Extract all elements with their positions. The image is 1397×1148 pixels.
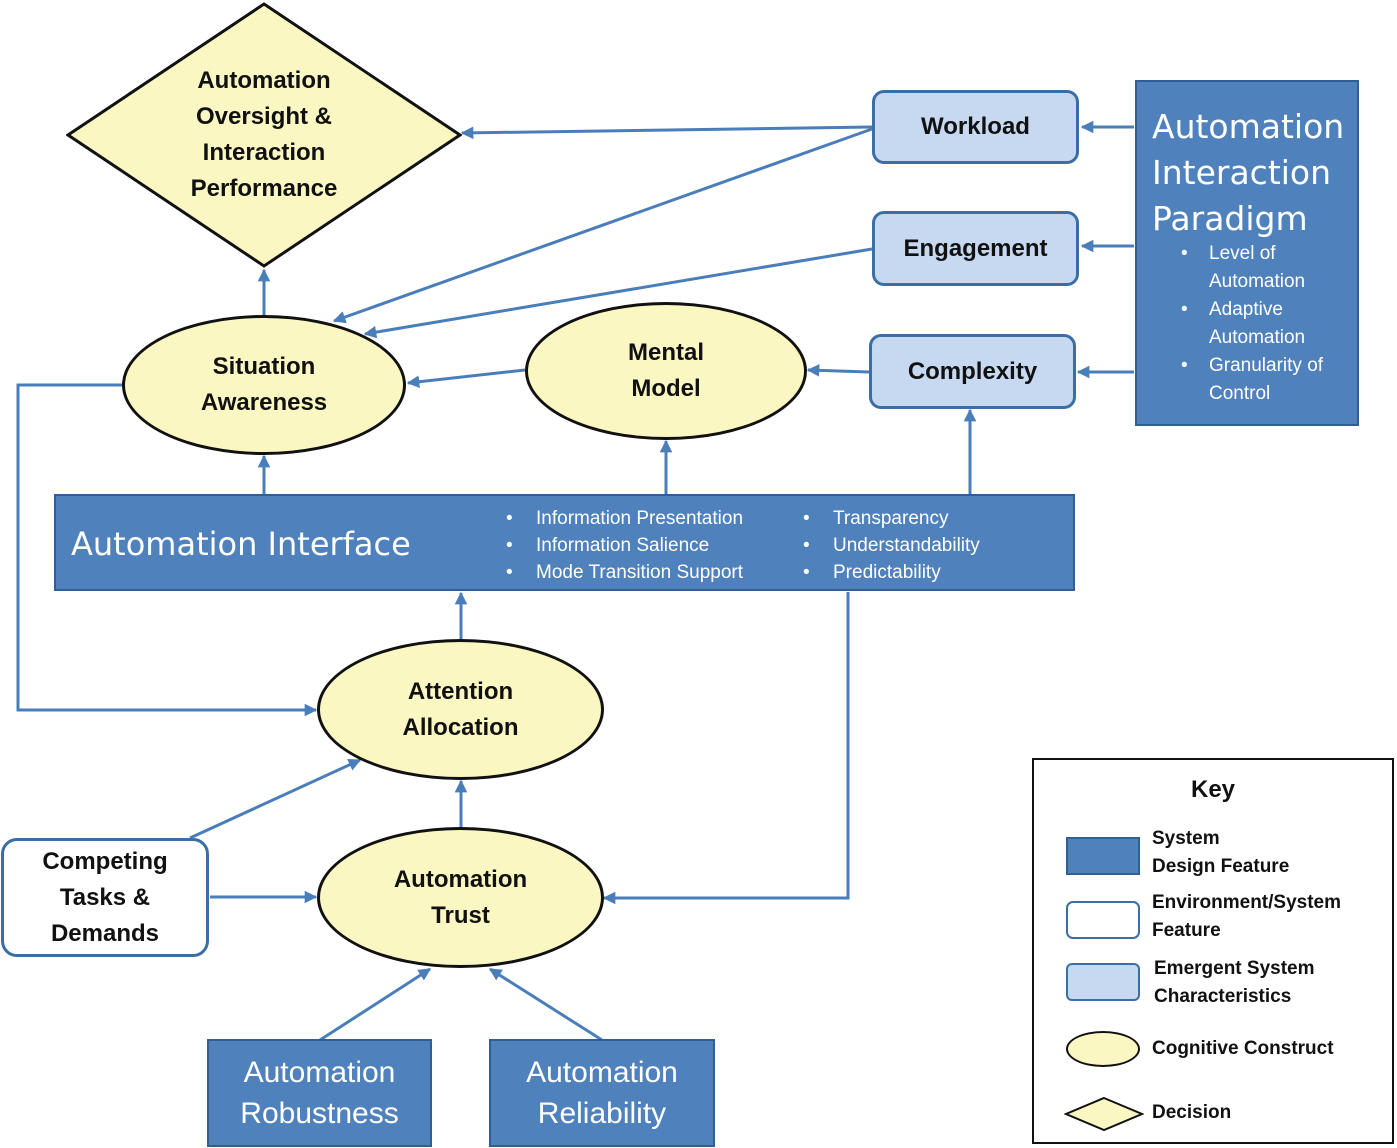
interface-bullet-text: Transparency [833, 508, 949, 529]
interface-bullets-col2: •Transparency •Understandability •Predic… [803, 505, 980, 586]
workload-label: Workload [921, 113, 1030, 140]
arrow-workload-to-decision [460, 125, 873, 140]
situation-awareness-line: Awareness [200, 389, 328, 416]
interface-bullet: •Information Salience [506, 535, 710, 556]
mental-model-node: Mental Model [525, 302, 807, 440]
engagement-label: Engagement [903, 234, 1048, 262]
decision-label: Automation Oversight & Interaction Perfo… [66, 2, 462, 268]
interface-title: Automation Interface [71, 525, 411, 563]
arrow-complexity-to-mental-model [806, 364, 870, 377]
legend-label-line: Environment/System [1152, 892, 1341, 913]
legend-label-line: Emergent System [1154, 958, 1315, 979]
competing-tasks-line: Demands [50, 919, 160, 947]
interaction-paradigm-node: Automation Interaction Paradigm • Level … [1135, 80, 1359, 426]
competing-tasks-node: Competing Tasks & Demands [1, 838, 209, 957]
situation-awareness-line: Situation [212, 353, 316, 380]
decision-line: Interaction [202, 139, 326, 166]
competing-tasks-line: Competing [42, 847, 168, 875]
attention-allocation-line: Attention [407, 677, 514, 705]
legend-label-line: Feature [1152, 920, 1221, 941]
robustness-node: Automation Robustness [207, 1039, 432, 1147]
legend-label-environment: Environment/System Feature [1152, 889, 1341, 945]
arrow-robustness-to-trust [319, 967, 432, 1042]
interface-bullet-text: Understandability [833, 535, 980, 556]
legend-title: Key [1190, 776, 1236, 803]
legend-label-line: Decision [1152, 1102, 1232, 1123]
arrow-situation-awareness-loop-to-attention [16, 383, 318, 717]
decision-line: Automation [197, 67, 331, 94]
interface-bullet: •Transparency [803, 508, 949, 529]
situation-awareness-node: Situation Awareness [122, 315, 406, 455]
decision-node: Automation Oversight & Interaction Perfo… [66, 2, 462, 268]
arrow-reliability-to-trust [488, 967, 603, 1042]
arrow-interface-loop-to-trust [602, 592, 850, 905]
legend-label-system: System Design Feature [1152, 825, 1289, 881]
paradigm-bullet-line: Automation [1209, 327, 1306, 348]
legend-label-line: Characteristics [1154, 986, 1292, 1007]
legend-swatch-emergent [1066, 963, 1140, 1001]
legend-label-emergent: Emergent System Characteristics [1154, 955, 1315, 1011]
engagement-node: Engagement [872, 211, 1079, 286]
mental-model-line: Mental [627, 339, 704, 366]
legend-label-line: System [1152, 828, 1220, 849]
paradigm-bullet-line: Level of [1209, 243, 1276, 264]
interface-bullets-col1: •Information Presentation •Information S… [506, 505, 743, 586]
interface-bullet-text: Mode Transition Support [536, 562, 744, 583]
legend-label-line: Design Feature [1152, 856, 1290, 877]
legend-label-line: Cognitive Construct [1152, 1038, 1334, 1059]
legend-swatch-environment [1066, 901, 1140, 939]
interface-bullet: •Understandability [803, 535, 980, 556]
paradigm-bullet: • Granularity of Control [1181, 352, 1323, 408]
arrow-competing-to-attention [189, 758, 362, 840]
attention-allocation-node: Attention Allocation [317, 639, 604, 780]
reliability-line: Reliability [537, 1097, 667, 1130]
mental-model-line: Model [631, 375, 701, 402]
legend: Key System Design Feature Environment/Sy… [1032, 758, 1394, 1144]
interface-bullet: •Mode Transition Support [506, 562, 744, 583]
reliability-node: Automation Reliability [489, 1039, 715, 1147]
complexity-label: Complexity [907, 357, 1038, 385]
arrow-mental-model-to-situation-awareness [406, 368, 526, 389]
robustness-line: Automation [243, 1056, 396, 1089]
paradigm-title-line: Interaction [1152, 153, 1332, 192]
legend-swatch-diamond [1064, 1096, 1144, 1132]
automation-trust-node: Automation Trust [317, 827, 604, 968]
automation-trust-line: Automation [393, 865, 528, 893]
decision-diamond-shape [66, 2, 462, 268]
arrow-engagement-to-situation-awareness [363, 247, 873, 339]
robustness-line: Robustness [240, 1097, 399, 1130]
paradigm-bullet-line: Adaptive [1209, 299, 1283, 320]
attention-allocation-line: Allocation [402, 713, 519, 741]
decision-line: Oversight & [195, 103, 333, 130]
interface-bullet-text: Information Salience [536, 535, 710, 556]
competing-tasks-line: Tasks & [59, 883, 151, 911]
paradigm-title: Automation Interaction Paradigm [1152, 104, 1344, 242]
interface-bullet: •Information Presentation [506, 508, 744, 529]
paradigm-bullet-line: Granularity of [1209, 355, 1324, 376]
paradigm-bullet: • Adaptive Automation [1181, 296, 1323, 352]
paradigm-bullet: • Level of Automation [1181, 240, 1323, 296]
complexity-node: Complexity [869, 334, 1076, 409]
decision-line: Performance [190, 175, 338, 202]
legend-label-diamond: Decision [1152, 1099, 1231, 1127]
paradigm-bullet-line: Control [1209, 383, 1271, 404]
paradigm-bullet-line: Automation [1209, 271, 1306, 292]
paradigm-title-line: Paradigm [1152, 199, 1308, 238]
automation-interface-node: Automation Interface •Information Presen… [54, 494, 1075, 591]
legend-swatch-system [1066, 837, 1140, 875]
interface-bullet-text: Information Presentation [536, 508, 744, 529]
interface-bullet: •Predictability [803, 562, 941, 583]
paradigm-title-line: Automation [1152, 107, 1345, 146]
interface-bullet-text: Predictability [833, 562, 941, 583]
legend-label-oval: Cognitive Construct [1152, 1035, 1334, 1063]
workload-node: Workload [872, 90, 1079, 164]
automation-trust-line: Trust [431, 901, 490, 929]
arrow-workload-to-situation-awareness [332, 127, 873, 324]
reliability-line: Automation [526, 1056, 678, 1089]
paradigm-bullets: • Level of Automation • Adaptive Automat… [1181, 240, 1323, 408]
legend-swatch-oval [1066, 1031, 1140, 1067]
